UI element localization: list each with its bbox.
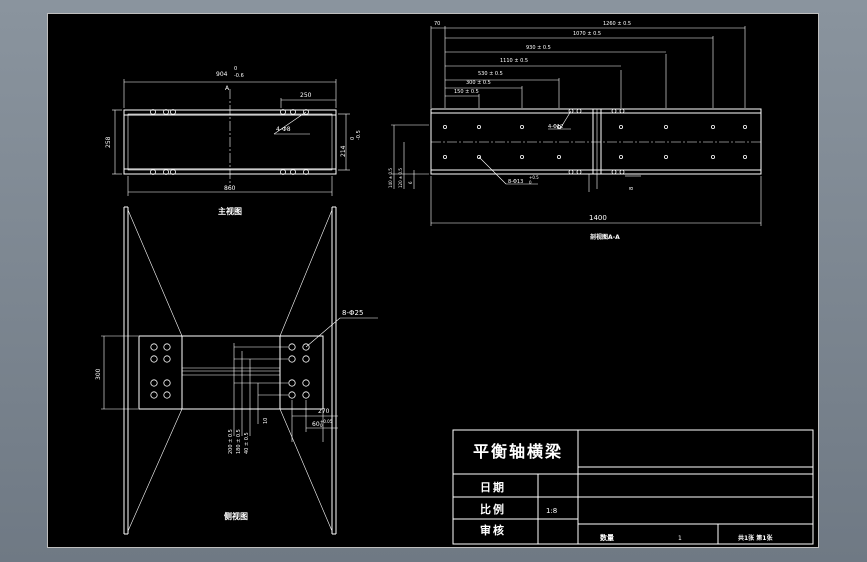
front-dim-250: 250 bbox=[300, 92, 312, 99]
front-top-holes bbox=[150, 109, 309, 115]
side-dim-270: 270 bbox=[318, 408, 330, 415]
section-dim-8: 8 bbox=[629, 187, 635, 190]
scale-label: 比例 bbox=[480, 502, 506, 516]
sheet-info: 共1张 第1张 bbox=[738, 534, 773, 542]
section-dim-530: 530 ± 0.5 bbox=[478, 71, 503, 77]
front-bottom-holes bbox=[150, 169, 309, 175]
section-dim-1260: 1260 ± 0.5 bbox=[603, 21, 631, 27]
section-dim-150: 150 ± 0.5 bbox=[454, 89, 479, 95]
section-web bbox=[430, 112, 762, 171]
quantity-value: 1 bbox=[678, 535, 682, 542]
gusset-upper-left bbox=[127, 209, 183, 337]
section-dim-1070: 1070 ± 0.5 bbox=[573, 31, 601, 37]
title-block: 平衡轴横梁 日期 比例 1:8 审核 数量 1 共1张 第1张 bbox=[452, 429, 814, 545]
side-view-title: 侧视图 bbox=[224, 511, 248, 521]
quantity-label: 数量 bbox=[600, 533, 614, 542]
side-dim-60-tol-up: +0.05 bbox=[320, 419, 333, 424]
section-left-v3: 6 bbox=[408, 181, 413, 184]
front-holes-note: 4-Φ8 bbox=[276, 126, 291, 133]
side-left-plate bbox=[138, 335, 183, 410]
front-dim-214-tol-up: 0 bbox=[350, 137, 356, 140]
section-dim-70: 70 bbox=[434, 21, 440, 27]
scale-value: 1:8 bbox=[546, 507, 557, 515]
front-dim-904-tol-up: 0 bbox=[234, 66, 237, 72]
section-bottom-flange bbox=[430, 169, 762, 175]
front-dim-860: 860 bbox=[224, 185, 236, 192]
section-upper-holes bbox=[442, 125, 748, 130]
side-dim-v2: 180 ± 0.5 bbox=[236, 429, 242, 454]
front-dim-214-tol-low: -0.5 bbox=[356, 130, 362, 140]
section-left-v2: 120 ± 0.5 bbox=[398, 168, 403, 188]
gusset-lower-left bbox=[127, 408, 183, 532]
side-dim-60-tol-low: 0 bbox=[320, 423, 323, 428]
section-bore-tol-up: +0.5 bbox=[529, 175, 539, 180]
side-view: 200 ± 0.5 180 ± 0.5 40 ± 0.5 10 300 8-Φ2… bbox=[95, 206, 378, 535]
section-view: 1260 ± 0.5 1070 ± 0.5 930 ± 0.5 1110 ± 0… bbox=[388, 21, 762, 241]
side-dim-v4: 10 bbox=[263, 418, 269, 424]
side-dim-v1: 200 ± 0.5 bbox=[228, 429, 234, 454]
gusset-upper-right bbox=[279, 209, 333, 337]
front-dim-214: 214 bbox=[340, 145, 347, 157]
section-lower-holes bbox=[442, 154, 748, 159]
side-holes-note: 8-Φ25 bbox=[342, 309, 363, 317]
gusset-lower-right bbox=[279, 408, 333, 532]
date-label: 日期 bbox=[480, 480, 506, 494]
section-top-flange bbox=[430, 108, 762, 114]
front-view-title: 主视图 bbox=[218, 206, 242, 216]
front-dim-258: 258 bbox=[105, 136, 112, 148]
section-dim-930: 930 ± 0.5 bbox=[526, 45, 551, 51]
section-dim-300: 300 ± 0.5 bbox=[466, 80, 491, 86]
section-bore-tol-low: 0 bbox=[529, 180, 532, 185]
section-dim-1400: 1400 bbox=[589, 214, 607, 222]
review-label: 审核 bbox=[480, 523, 506, 537]
section-left-v1: 140 ± 0.5 bbox=[388, 168, 393, 188]
section-holes-note: 4-Φ12 bbox=[548, 124, 563, 130]
side-right-holes bbox=[288, 343, 310, 399]
drawing-title: 平衡轴横梁 bbox=[473, 442, 563, 461]
front-view: 904 0 -0.6 A 250 4-Φ8 258 214 0 -0.5 860… bbox=[105, 66, 362, 216]
section-dim-1110: 1110 ± 0.5 bbox=[500, 58, 528, 64]
side-dim-v3: 40 ± 0.5 bbox=[244, 432, 250, 454]
cad-drawing: 904 0 -0.6 A 250 4-Φ8 258 214 0 -0.5 860… bbox=[95, 21, 814, 545]
section-marker-a: A bbox=[225, 85, 230, 92]
section-view-title: 剖视图A-A bbox=[590, 233, 620, 241]
side-left-holes bbox=[150, 343, 171, 399]
side-dim-60: 60 bbox=[312, 421, 320, 428]
side-right-plate bbox=[279, 335, 324, 410]
front-dim-904: 904 bbox=[216, 71, 228, 78]
section-bore-note: 8-Φ13 bbox=[508, 179, 523, 185]
side-dim-300: 300 bbox=[95, 368, 102, 380]
drawing-sheet: 904 0 -0.6 A 250 4-Φ8 258 214 0 -0.5 860… bbox=[47, 13, 819, 548]
front-dim-904-tol-low: -0.6 bbox=[234, 73, 244, 79]
